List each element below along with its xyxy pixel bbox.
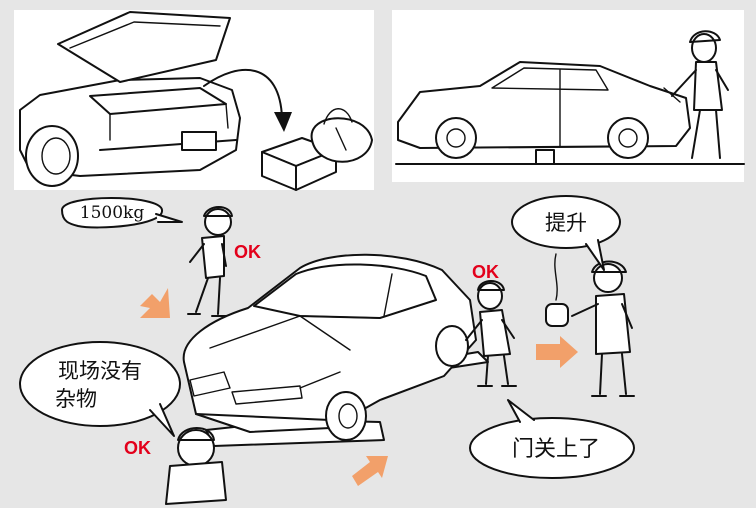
ok-mark-front-right: OK — [472, 262, 499, 282]
worker-closing-door — [663, 30, 729, 159]
worker-debris-check — [165, 427, 227, 505]
ok-mark-bottom-left: OK — [124, 438, 151, 458]
ok-mark-top-left: OK — [234, 242, 261, 262]
bubble-doors-closed: 门关上了 — [469, 399, 635, 479]
flow-arrows — [140, 288, 578, 486]
arrow-down-left — [140, 288, 170, 318]
arrow-up-right — [352, 456, 388, 486]
worker-weight-check — [187, 206, 233, 317]
bubble-no-debris-line2: 杂物 — [55, 387, 97, 411]
unload-arrow-head — [274, 112, 292, 132]
bubble-lift-text: 提升 — [545, 211, 587, 235]
luggage-bag — [310, 108, 373, 163]
unload-arrow — [203, 68, 283, 119]
top-right-panel — [392, 10, 745, 182]
bubble-weight-text: 1500kg — [80, 203, 145, 223]
bubble-no-debris-line1: 现场没有 — [58, 359, 142, 383]
worker-lift-operator — [545, 253, 635, 397]
worker-door-check — [465, 280, 517, 387]
bubble-no-debris: 现场没有 杂物 — [19, 341, 181, 437]
arrow-right — [536, 336, 578, 368]
controller-cable — [554, 253, 558, 301]
car-open-trunk — [19, 11, 241, 187]
car-side-on-lift — [395, 61, 745, 165]
bubble-lift: 提升 — [511, 195, 621, 271]
top-left-panel — [14, 10, 374, 191]
bubble-weight: 1500kg — [61, 197, 183, 229]
lift-controller-icon — [545, 303, 569, 327]
bubble-doors-closed-text: 门关上了 — [512, 437, 600, 462]
main-car-on-lift — [182, 253, 489, 447]
